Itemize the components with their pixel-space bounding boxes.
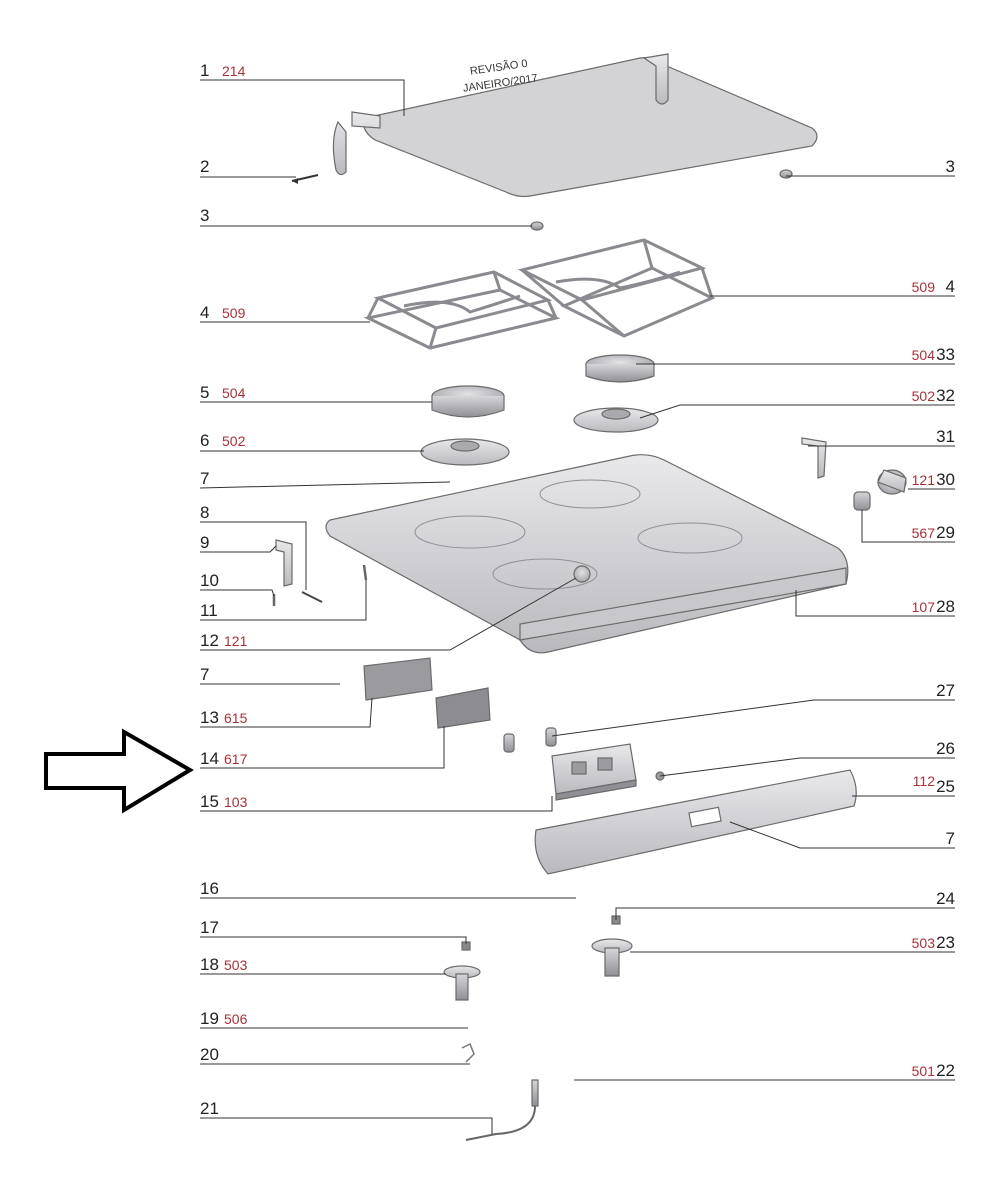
callout-code: 509 (222, 305, 246, 321)
callout-code: 501 (912, 1063, 936, 1079)
burner-spreader-left (420, 438, 510, 466)
callout-num: 10 (200, 571, 219, 590)
callout-code: 509 (912, 279, 936, 295)
glass-lid: REVISÃO 0 JANEIRO/2017 (332, 53, 818, 198)
grate-right (517, 238, 716, 338)
callout-num: 24 (936, 889, 955, 908)
callout-num: 9 (200, 533, 209, 552)
callout-num: 3 (946, 157, 955, 176)
callout-num: 28 (936, 597, 955, 616)
callout-num: 30 (936, 470, 955, 489)
callout-num: 7 (200, 665, 209, 684)
screw-11 (362, 564, 368, 581)
callout-code: 502 (912, 388, 936, 404)
callout-code: 506 (224, 1011, 248, 1027)
gas-valve-right (591, 938, 633, 977)
knob-insert (853, 491, 871, 511)
callout-code: 567 (912, 525, 936, 541)
pointer-arrow-icon (44, 728, 194, 814)
callout-code: 112 (913, 773, 936, 789)
lid-screw (291, 174, 319, 184)
callout-num: 21 (200, 1099, 219, 1118)
insulation-plate-13 (363, 657, 433, 701)
spring-20 (461, 1042, 475, 1063)
callout-code: 107 (912, 599, 936, 615)
gas-valve-left (443, 965, 481, 1001)
callout-code: 504 (222, 385, 246, 401)
callout-num: 22 (936, 1061, 955, 1080)
callout-num: 13 (200, 708, 219, 727)
callout-num: 3 (200, 206, 209, 225)
callout-num: 2 (200, 157, 209, 176)
callout-code: 504 (912, 347, 936, 363)
callout-num: 8 (200, 503, 209, 522)
callout-code: 214 (222, 63, 246, 79)
burner-cap-left (431, 385, 505, 418)
callout-num: 14 (200, 749, 219, 768)
bumper-left (530, 221, 544, 231)
front-panel (534, 769, 857, 875)
callout-num: 12 (200, 631, 219, 650)
callout-num: 26 (936, 739, 955, 758)
burner-cap-right (585, 354, 655, 383)
burner-spreader-right (573, 407, 659, 433)
callout-num: 15 (200, 792, 219, 811)
callout-num: 31 (936, 427, 955, 446)
bracket (801, 437, 827, 479)
callout-num: 4 (946, 277, 955, 296)
callout-code: 121 (224, 633, 248, 649)
callouts-left: 1 214 2 3 4 509 5 504 6 502 7 8 9 10 11 … (200, 61, 248, 1118)
callout-code: 617 (224, 751, 248, 767)
callout-num: 27 (936, 681, 955, 700)
grate-left (363, 270, 561, 350)
callout-num: 17 (200, 918, 219, 937)
side-bracket (275, 539, 293, 587)
callout-num: 20 (200, 1045, 219, 1064)
callout-code: 103 (224, 794, 248, 810)
callouts-right: 3 4 509 33 504 32 502 31 30 121 29 567 2… (912, 157, 955, 1080)
callout-code: 503 (912, 935, 936, 951)
callout-code: 502 (222, 433, 246, 449)
callout-num: 16 (200, 879, 219, 898)
callout-code: 121 (912, 472, 936, 488)
clip-left (503, 733, 515, 753)
callout-num: 11 (200, 601, 218, 620)
rod-8 (301, 591, 323, 603)
callout-num: 18 (200, 955, 219, 974)
callout-num: 29 (936, 523, 955, 542)
leader-lines (199, 79, 955, 1134)
callout-num: 7 (200, 469, 209, 488)
callout-num: 7 (946, 829, 955, 848)
callout-code: 503 (224, 957, 248, 973)
callout-num: 23 (936, 933, 955, 952)
callout-num: 5 (200, 383, 209, 402)
callout-num: 1 (200, 61, 209, 80)
callout-num: 6 (200, 431, 209, 450)
callout-num: 4 (200, 303, 209, 322)
control-knob (877, 469, 907, 495)
callout-num: 25 (936, 777, 955, 796)
thermocouple (465, 1079, 539, 1141)
clip-27 (545, 727, 557, 747)
gas-manifold (551, 743, 637, 801)
callout-num: 32 (936, 386, 955, 405)
insulation-plate-14 (435, 687, 491, 729)
callout-num: 33 (936, 345, 955, 364)
callout-code: 615 (224, 710, 248, 726)
bumper-right (779, 169, 793, 179)
cooktop-table (325, 454, 849, 654)
callout-num: 19 (200, 1009, 219, 1028)
